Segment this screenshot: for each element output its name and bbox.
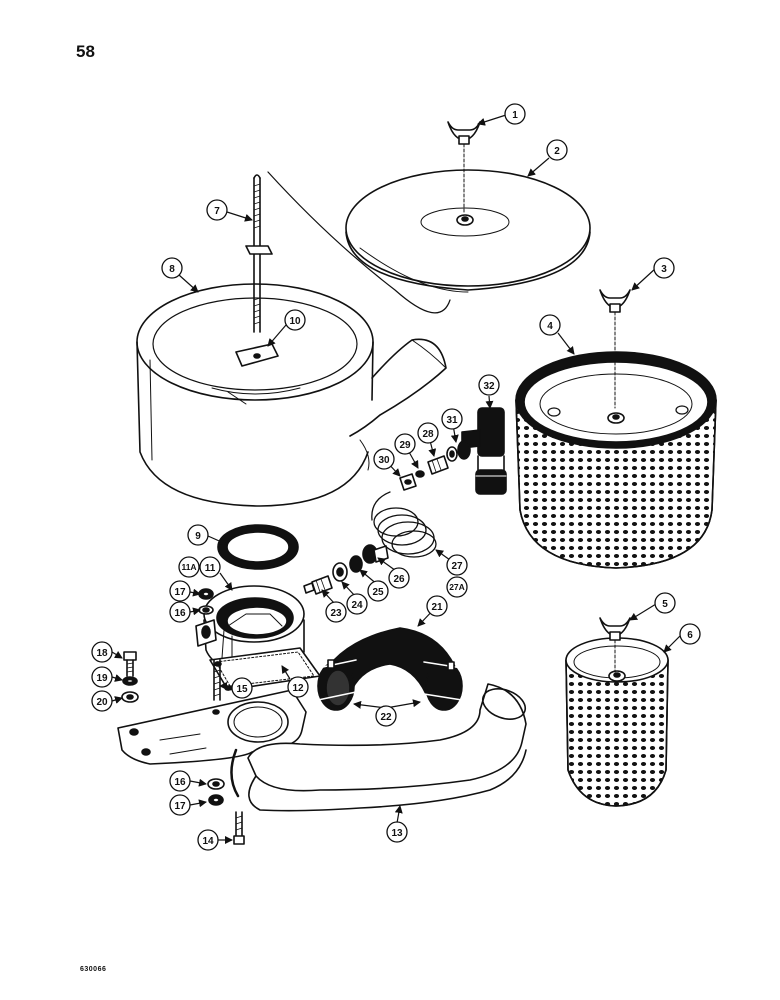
bolt-set bbox=[121, 651, 139, 703]
callout-5: 5 bbox=[654, 592, 676, 614]
svg-text:4: 4 bbox=[547, 321, 553, 332]
callout-3: 3 bbox=[653, 257, 675, 279]
callout-4: 4 bbox=[539, 314, 561, 336]
callout-27: 27 bbox=[446, 554, 468, 576]
svg-text:24: 24 bbox=[351, 600, 363, 611]
svg-text:5: 5 bbox=[662, 599, 668, 610]
svg-text:31: 31 bbox=[446, 415, 458, 426]
secondary-filter-element bbox=[565, 637, 669, 807]
callout-28: 28 bbox=[417, 422, 439, 444]
svg-text:1: 1 bbox=[512, 110, 518, 121]
callout-15: 15 bbox=[231, 677, 253, 699]
callout-23: 23 bbox=[325, 601, 347, 623]
callout-12: 12 bbox=[287, 676, 309, 698]
callout-32: 32 bbox=[478, 374, 500, 396]
svg-text:18: 18 bbox=[96, 648, 108, 659]
callout-1: 1 bbox=[504, 103, 526, 125]
svg-text:26: 26 bbox=[393, 574, 405, 585]
svg-text:17: 17 bbox=[174, 801, 186, 812]
callout-27A: 27A bbox=[446, 576, 468, 598]
wing-nut-icon bbox=[447, 121, 481, 213]
callout-19: 19 bbox=[91, 666, 113, 688]
air-cleaner-body bbox=[136, 283, 447, 507]
air-cleaner-cover bbox=[267, 169, 591, 314]
svg-text:25: 25 bbox=[372, 587, 384, 598]
primary-filter-element bbox=[515, 351, 717, 569]
intake-pipe bbox=[230, 683, 527, 812]
hose-elbow bbox=[317, 627, 463, 711]
svg-text:23: 23 bbox=[330, 608, 342, 619]
gasket-ring bbox=[217, 524, 299, 570]
svg-text:11: 11 bbox=[205, 563, 216, 574]
svg-text:27A: 27A bbox=[449, 582, 465, 592]
svg-text:28: 28 bbox=[422, 429, 434, 440]
coiled-hose bbox=[371, 491, 437, 558]
svg-text:15: 15 bbox=[236, 684, 248, 695]
callout-30: 30 bbox=[373, 448, 395, 470]
callout-9: 9 bbox=[187, 524, 209, 546]
callout-29: 29 bbox=[394, 433, 416, 455]
callout-25: 25 bbox=[367, 580, 389, 602]
svg-text:13: 13 bbox=[391, 828, 403, 839]
callout-26: 26 bbox=[388, 567, 410, 589]
svg-text:9: 9 bbox=[195, 531, 201, 542]
callout-21: 21 bbox=[426, 595, 448, 617]
callout-16: 16 bbox=[169, 601, 191, 623]
callout-10: 10 bbox=[284, 309, 306, 331]
page-number: 58 bbox=[76, 42, 95, 61]
svg-text:22: 22 bbox=[380, 712, 392, 723]
svg-text:21: 21 bbox=[431, 602, 443, 613]
callout-18: 18 bbox=[91, 641, 113, 663]
fittings bbox=[399, 440, 471, 491]
svg-text:20: 20 bbox=[96, 697, 108, 708]
callout-2: 2 bbox=[546, 139, 568, 161]
callout-8: 8 bbox=[161, 257, 183, 279]
svg-text:19: 19 bbox=[96, 673, 108, 684]
callout-17: 17 bbox=[169, 580, 191, 602]
svg-text:17: 17 bbox=[174, 587, 186, 598]
wing-nut-icon bbox=[599, 289, 631, 409]
svg-text:12: 12 bbox=[292, 683, 304, 694]
callout-11: 11 bbox=[199, 556, 221, 578]
svg-text:16: 16 bbox=[174, 608, 186, 619]
nut-washer-lower bbox=[207, 778, 245, 845]
nut-washer-upper bbox=[198, 588, 214, 615]
callout-16-lower: 16 bbox=[169, 770, 191, 792]
callout-20: 20 bbox=[91, 690, 113, 712]
svg-text:16: 16 bbox=[174, 777, 186, 788]
svg-text:14: 14 bbox=[202, 836, 214, 847]
svg-text:2: 2 bbox=[554, 146, 560, 157]
svg-text:3: 3 bbox=[661, 264, 667, 275]
svg-text:10: 10 bbox=[289, 316, 301, 327]
svg-text:32: 32 bbox=[483, 381, 495, 392]
callout-22: 22 bbox=[375, 705, 397, 727]
bracket bbox=[235, 343, 279, 367]
callouts: 1 2 3 4 5 6 7 8 9 10 11A 11 12 13 14 15 … bbox=[91, 103, 701, 851]
rod bbox=[245, 174, 273, 333]
callout-31: 31 bbox=[441, 408, 463, 430]
callout-17-lower: 17 bbox=[169, 794, 191, 816]
svg-text:11A: 11A bbox=[181, 562, 196, 572]
callout-11A: 11A bbox=[178, 556, 200, 578]
stud bbox=[213, 659, 221, 701]
svg-text:30: 30 bbox=[378, 455, 390, 466]
figure-code: 630066 bbox=[80, 966, 107, 973]
svg-text:7: 7 bbox=[214, 206, 220, 217]
svg-text:27: 27 bbox=[451, 561, 463, 572]
tee-fitting bbox=[461, 407, 507, 495]
callout-14: 14 bbox=[197, 829, 219, 851]
callout-6: 6 bbox=[679, 623, 701, 645]
svg-text:29: 29 bbox=[399, 440, 411, 451]
callout-7: 7 bbox=[206, 199, 228, 221]
callout-24: 24 bbox=[346, 593, 368, 615]
wing-nut-icon bbox=[599, 617, 631, 673]
adapter bbox=[195, 585, 305, 675]
callout-13: 13 bbox=[386, 821, 408, 843]
svg-text:6: 6 bbox=[687, 630, 693, 641]
svg-text:8: 8 bbox=[169, 264, 175, 275]
